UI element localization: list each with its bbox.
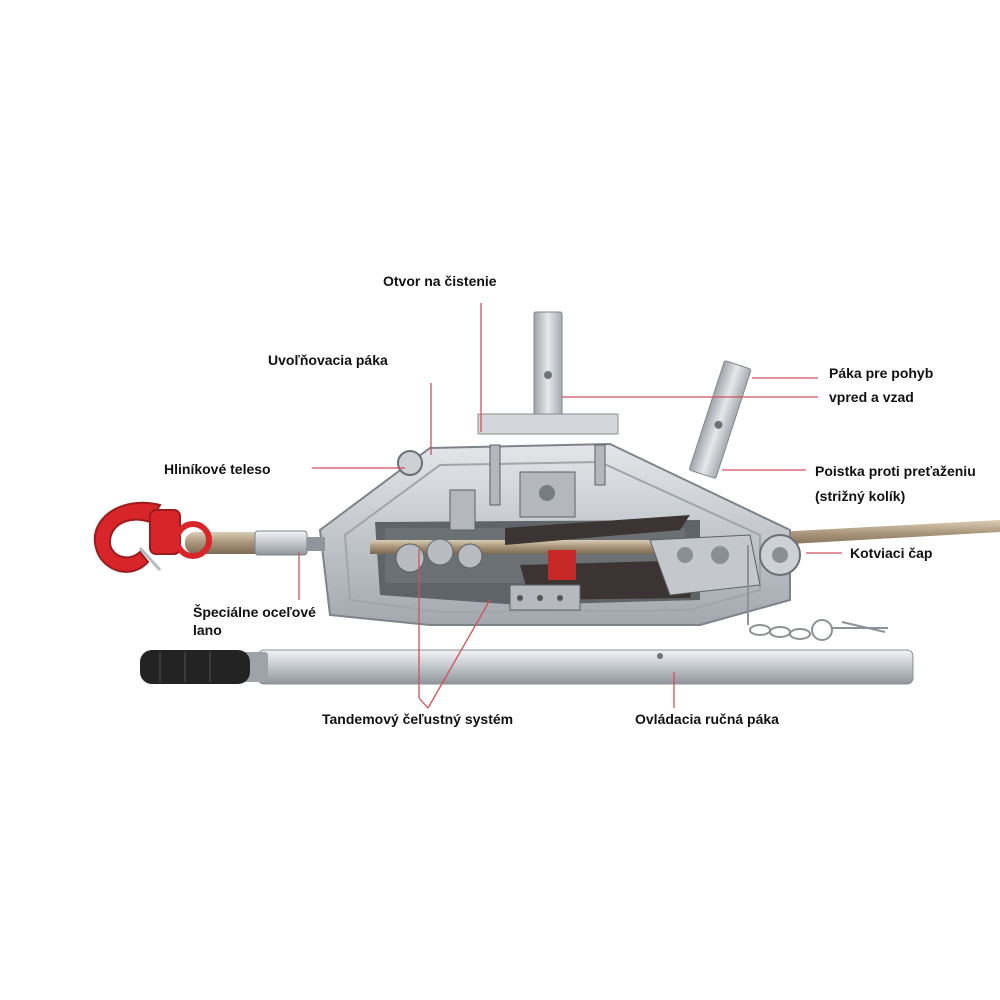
label-overload-line2: (strižný kolík)	[815, 488, 906, 504]
label-tandem-jaw: Tandemový čeľustný systém	[322, 711, 514, 727]
leader-lines	[298, 303, 842, 709]
label-overload-line1: Poistka proti preťaženiu	[815, 463, 976, 479]
leader-tandem-3	[427, 599, 491, 709]
hand-lever-tube	[140, 649, 914, 685]
forward-reverse-levers	[477, 311, 752, 479]
safety-chain	[747, 545, 888, 641]
red-hook	[93, 501, 212, 573]
label-cleaning-hole: Otvor na čistenie	[383, 273, 497, 289]
label-steel-rope-line1: Špeciálne oceľové	[193, 604, 316, 620]
label-steel-rope-line2: lano	[193, 622, 222, 638]
aluminium-body	[318, 442, 801, 626]
label-lever-line1: Páka pre pohyb	[829, 365, 934, 381]
label-lever-line2: vpred a vzad	[829, 389, 914, 405]
leader-tandem-2	[418, 697, 429, 709]
label-release-lever: Uvoľňovacia páka	[268, 352, 388, 368]
label-anchor-pin: Kotviaci čap	[850, 545, 933, 561]
label-hand-lever: Ovládacia ručná páka	[635, 711, 779, 727]
label-steel-rope: Špeciálne oceľové lano	[193, 603, 343, 639]
label-aluminium-body: Hliníkové teleso	[164, 461, 271, 477]
